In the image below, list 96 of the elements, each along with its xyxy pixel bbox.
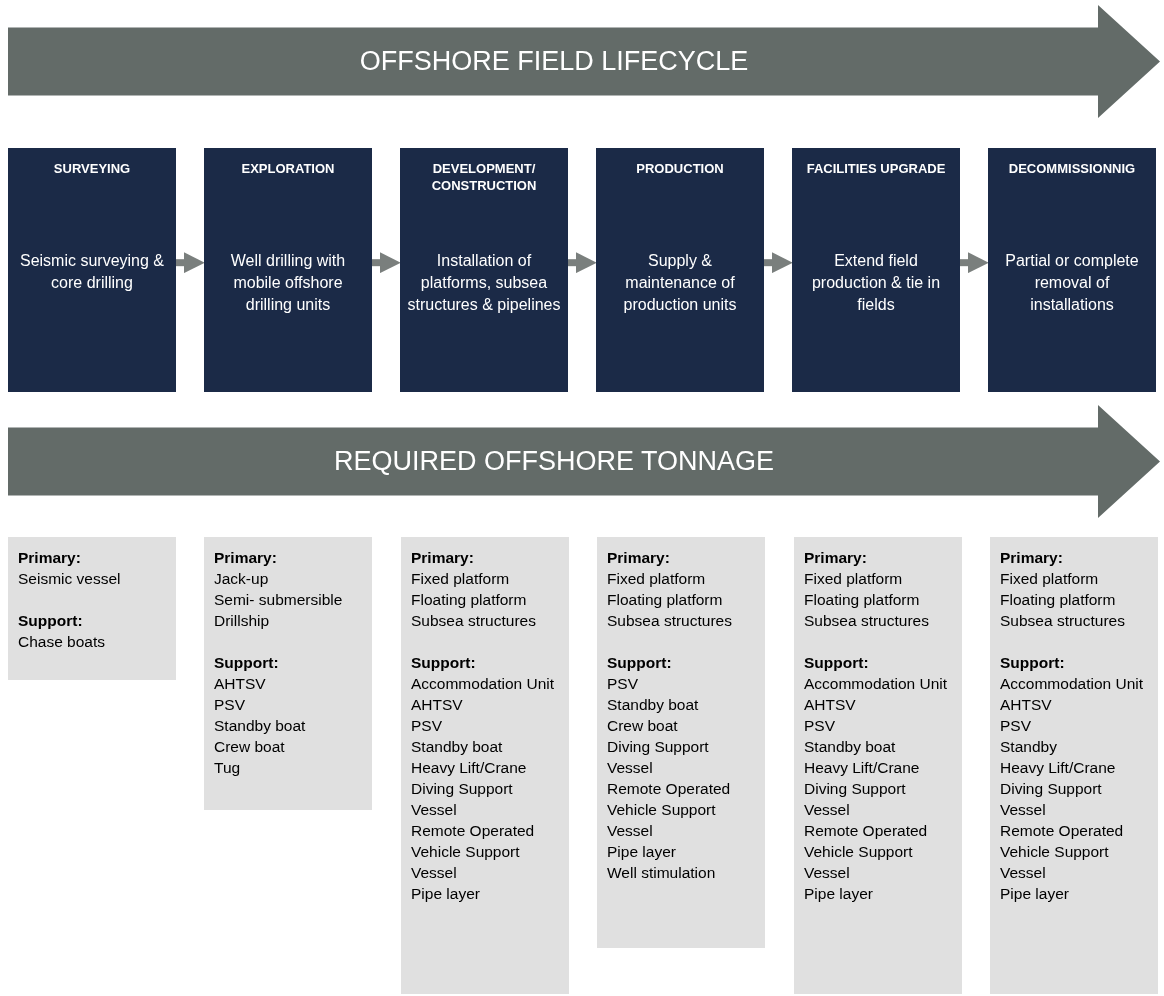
stage-box (8, 148, 176, 392)
band-title: REQUIRED OFFSHORE TONNAGE (333, 446, 775, 477)
list-item: Floating platform (607, 590, 724, 610)
arrow (372, 252, 401, 274)
list-item: AHTSV (411, 695, 464, 715)
list-heading: Support: (607, 653, 673, 673)
list-item: Chase boats (18, 632, 107, 652)
stage-description: Partial or complete removal of installations (1004, 251, 1140, 315)
vessel-list-panel (794, 537, 962, 994)
stage-box (400, 148, 568, 392)
arrow (764, 252, 793, 274)
list-item: Subsea structures (411, 611, 537, 631)
list-item: Tug (214, 758, 242, 778)
list-item: Drillship (214, 611, 271, 631)
list-item: Remote Operated Vehicle Support Vessel (607, 779, 732, 841)
list-item: PSV (214, 695, 246, 715)
list-item: Remote Operated Vehicle Support Vessel (411, 821, 536, 883)
list-item: Pipe layer (804, 884, 874, 904)
list-item: Remote Operated Vehicle Support Vessel (1000, 821, 1125, 883)
list-item: PSV (804, 716, 836, 736)
list-heading: Primary: (607, 548, 671, 568)
list-item: Accommodation Unit (1000, 674, 1144, 694)
list-item: Diving Support Vessel (607, 737, 710, 778)
list-heading: Support: (411, 653, 477, 673)
list-item: Diving Support Vessel (804, 779, 907, 820)
vessel-list-panel (401, 537, 569, 994)
stage-heading: SURVEYING (52, 160, 132, 178)
list-heading: Primary: (804, 548, 868, 568)
list-item: Heavy Lift/Crane (411, 758, 528, 778)
list-item: Seismic vessel (18, 569, 122, 589)
list-item: Heavy Lift/Crane (1000, 758, 1117, 778)
vessel-list-panel (990, 537, 1158, 994)
list-item: Remote Operated Vehicle Support Vessel (804, 821, 929, 883)
list-heading: Support: (18, 611, 84, 631)
arrow (960, 252, 989, 274)
list-heading: Primary: (214, 548, 278, 568)
list-item: Floating platform (804, 590, 921, 610)
list-item: AHTSV (1000, 695, 1053, 715)
list-item: Fixed platform (1000, 569, 1100, 589)
stage-box (204, 148, 372, 392)
stage-description: Extend field production & tie in fields (810, 251, 942, 315)
arrow (176, 252, 205, 274)
stage-description: Supply & maintenance of production units (622, 251, 738, 315)
list-item: Pipe layer (607, 842, 677, 862)
list-item: Floating platform (411, 590, 528, 610)
list-item: AHTSV (804, 695, 857, 715)
list-item: Subsea structures (607, 611, 733, 631)
list-item: Accommodation Unit (411, 674, 555, 694)
list-item: Floating platform (1000, 590, 1117, 610)
list-heading: Support: (214, 653, 280, 673)
list-item: Pipe layer (1000, 884, 1070, 904)
list-item: Semi- submersible (214, 590, 344, 610)
list-heading: Primary: (1000, 548, 1064, 568)
list-heading: Primary: (411, 548, 475, 568)
stage-box (988, 148, 1156, 392)
band-title: OFFSHORE FIELD LIFECYCLE (359, 46, 749, 77)
list-item: Crew boat (607, 716, 679, 736)
list-item: AHTSV (214, 674, 267, 694)
list-item: Standby boat (804, 737, 897, 757)
list-item: PSV (1000, 716, 1032, 736)
list-heading: Primary: (18, 548, 82, 568)
stage-heading: FACILITIES UPGRADE (805, 160, 947, 178)
list-item: Fixed platform (411, 569, 511, 589)
list-heading: Support: (804, 653, 870, 673)
list-item: Accommodation Unit (804, 674, 948, 694)
stage-box (596, 148, 764, 392)
list-item: Diving Support Vessel (411, 779, 514, 820)
list-item: Fixed platform (804, 569, 904, 589)
stage-description: Well drilling with mobile offshore drilling units (229, 251, 347, 315)
list-item: Well stimulation (607, 863, 717, 883)
vessel-list-panel (204, 537, 372, 810)
list-item: Fixed platform (607, 569, 707, 589)
list-item: Standby boat (214, 716, 307, 736)
list-item: Diving Support Vessel (1000, 779, 1103, 820)
list-item: Standby (1000, 737, 1058, 757)
list-item: Heavy Lift/Crane (804, 758, 921, 778)
arrow (568, 252, 597, 274)
stage-heading: EXPLORATION (240, 160, 336, 178)
list-item: PSV (411, 716, 443, 736)
list-item: Standby boat (411, 737, 504, 757)
list-heading: Support: (1000, 653, 1066, 673)
stage-description: Installation of platforms, subsea structures & pipelines (406, 251, 562, 315)
list-item: Subsea structures (804, 611, 930, 631)
stage-heading: PRODUCTION (635, 160, 725, 178)
list-item: Standby boat (607, 695, 700, 715)
vessel-list-panel (597, 537, 765, 948)
stage-heading: DECOMMISSIONNIG (1007, 160, 1137, 178)
list-item: Jack-up (214, 569, 270, 589)
list-item: PSV (607, 674, 639, 694)
list-item: Pipe layer (411, 884, 481, 904)
list-item: Subsea structures (1000, 611, 1126, 631)
vessel-list-panel (8, 537, 176, 680)
stage-heading: DEVELOPMENT/ CONSTRUCTION (430, 160, 538, 195)
stage-box (792, 148, 960, 392)
stage-description: Seismic surveying & core drilling (18, 251, 165, 293)
list-item: Crew boat (214, 737, 286, 757)
